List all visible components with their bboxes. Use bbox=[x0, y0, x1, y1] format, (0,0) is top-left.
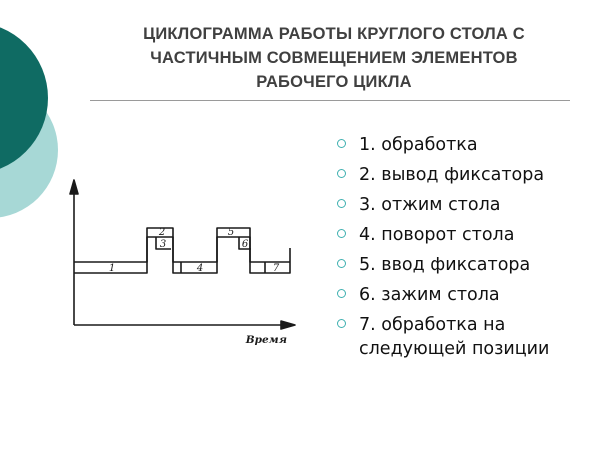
cyclogram-diagram: 1 2 3 4 5 6 7 Время bbox=[69, 179, 296, 346]
segment-3-box bbox=[155, 237, 171, 250]
segment-label-7: 7 bbox=[273, 263, 280, 274]
title-line-1: ЦИКЛОГРАММА РАБОТЫ КРУГЛОГО СТОЛА С bbox=[143, 25, 525, 43]
legend-item-3: 3. отжим стола bbox=[335, 193, 589, 217]
cycle-top-outline bbox=[74, 227, 290, 263]
circle-bullet-icon bbox=[337, 139, 346, 148]
circle-bullet-icon bbox=[337, 229, 346, 238]
legend-item-5-text: 5. ввод фиксатора bbox=[359, 255, 531, 275]
legend-list: 1. обработка 2. вывод фиксатора 3. отжим… bbox=[335, 133, 589, 367]
legend-item-4-text: 4. поворот стола bbox=[359, 225, 515, 245]
segment-label-1: 1 bbox=[109, 263, 115, 274]
time-axis-label: Время bbox=[245, 334, 287, 346]
title-divider bbox=[90, 100, 570, 101]
segment-label-6: 6 bbox=[242, 239, 249, 250]
legend-item-4: 4. поворот стола bbox=[335, 223, 589, 247]
segment-label-4: 4 bbox=[196, 263, 203, 274]
legend-item-1-text: 1. обработка bbox=[359, 135, 478, 155]
segment-label-3: 3 bbox=[160, 239, 166, 250]
y-axis-arrow bbox=[69, 179, 79, 195]
segment-label-2: 2 bbox=[158, 227, 165, 238]
decorative-circles bbox=[0, 0, 80, 260]
legend-item-7-text: 7. обработка на следующей позиции bbox=[359, 315, 550, 359]
slide-title: ЦИКЛОГРАММА РАБОТЫ КРУГЛОГО СТОЛА С ЧАСТ… bbox=[88, 22, 580, 94]
legend-item-7: 7. обработка на следующей позиции bbox=[335, 313, 589, 361]
legend-item-2: 2. вывод фиксатора bbox=[335, 163, 589, 187]
circle-bullet-icon bbox=[337, 259, 346, 268]
x-axis-arrow bbox=[280, 320, 296, 330]
segment-6-box bbox=[238, 237, 251, 250]
title-line-2: ЧАСТИЧНЫМ СОВМЕЩЕНИЕМ ЭЛЕМЕНТОВ bbox=[150, 49, 518, 67]
cycle-bottom-outline bbox=[74, 236, 291, 274]
legend-item-5: 5. ввод фиксатора bbox=[335, 253, 589, 277]
legend-item-2-text: 2. вывод фиксатора bbox=[359, 165, 545, 185]
circle-bullet-icon bbox=[337, 319, 346, 328]
legend-item-1: 1. обработка bbox=[335, 133, 589, 157]
circle-bullet-icon bbox=[337, 199, 346, 208]
circle-bullet-icon bbox=[337, 289, 346, 298]
title-line-3: РАБОЧЕГО ЦИКЛА bbox=[256, 73, 412, 91]
legend-item-3-text: 3. отжим стола bbox=[359, 195, 501, 215]
legend-item-6-text: 6. зажим стола bbox=[359, 285, 500, 305]
legend-item-6: 6. зажим стола bbox=[335, 283, 589, 307]
circle-bullet-icon bbox=[337, 169, 346, 178]
segment-label-5: 5 bbox=[228, 227, 234, 238]
